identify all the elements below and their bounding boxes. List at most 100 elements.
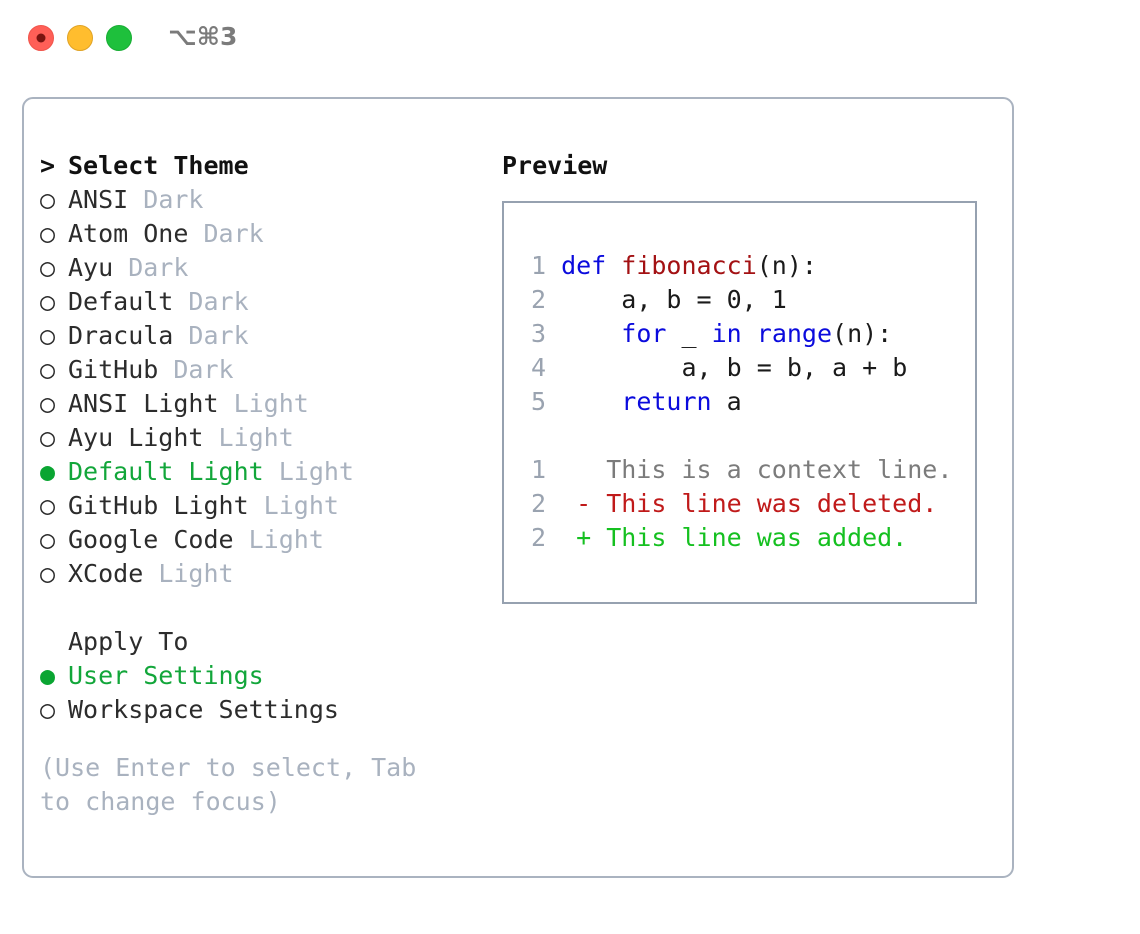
theme-name-label: GitHub Light [68,491,249,520]
theme-list-item[interactable]: ○ Ayu Light Light [40,421,480,455]
line-number: 2 [530,285,546,314]
code-token: def [561,251,607,280]
apply-to-label: Workspace Settings [68,695,339,724]
radio-unselected-icon[interactable]: ○ [40,219,71,248]
code-token [561,319,621,348]
code-token: (n): [832,319,893,348]
radio-unselected-icon[interactable]: ○ [40,491,71,520]
code-token: a [711,387,742,416]
radio-unselected-icon[interactable]: ○ [40,525,71,554]
theme-name-label: XCode [68,559,144,588]
theme-name-label: Google Code [68,525,234,554]
theme-name-label: Default Light [68,457,264,486]
radio-selected-icon[interactable]: ● [40,661,71,690]
apply-to-list-item[interactable]: ● User Settings [40,659,480,693]
theme-list-item[interactable]: ● Default Light Light [40,455,480,489]
theme-name-label: Default [68,287,174,316]
radio-unselected-icon[interactable]: ○ [40,695,71,724]
theme-variant-badge: Light [233,525,324,554]
theme-list-item[interactable]: ○ Google Code Light [40,523,480,557]
line-number: 1 [530,251,546,280]
theme-variant-badge: Dark [158,355,234,384]
code-token: in [711,319,742,348]
theme-list-item[interactable]: ○ Default Dark [40,285,480,319]
theme-variant-badge: Light [248,491,339,520]
line-number: 2 [530,523,546,552]
code-line: 1 def fibonacci(n): [518,249,907,283]
select-theme-heading: > Select Theme [40,149,480,183]
theme-name-label: ANSI Light [68,389,219,418]
apply-to-label: User Settings [68,661,264,690]
main-panel: > Select Theme○ ANSI Dark○ Atom One Dark… [22,97,1014,878]
line-number: 5 [530,387,546,416]
theme-variant-badge: Dark [128,185,204,214]
apply-to-header: Apply To [68,627,189,656]
code-token: return [621,387,712,416]
radio-unselected-icon[interactable]: ○ [40,355,71,384]
theme-list-item[interactable]: ○ ANSI Dark [40,183,480,217]
close-button[interactable] [28,25,54,51]
theme-variant-badge: Dark [173,321,249,350]
apply-to-list-item[interactable]: ○ Workspace Settings [40,693,480,727]
code-line: 5 return a [518,385,907,419]
theme-list-item[interactable]: ○ XCode Light [40,557,480,591]
diff-text: - This line was deleted. [546,489,938,518]
hint-spacer [40,727,480,751]
theme-list-item[interactable]: ○ Dracula Dark [40,319,480,353]
theme-name-label: Dracula [68,321,174,350]
code-token [561,387,621,416]
code-token: a, b = b, a + b [561,353,908,382]
theme-name-label: Ayu Light [68,423,204,452]
apply-to-list[interactable]: ● User Settings○ Workspace Settings [40,659,480,727]
theme-list-item[interactable]: ○ GitHub Dark [40,353,480,387]
line-number: 3 [530,319,546,348]
theme-list-item[interactable]: ○ GitHub Light Light [40,489,480,523]
list-spacer [40,591,480,625]
radio-unselected-icon[interactable]: ○ [40,321,71,350]
radio-unselected-icon[interactable]: ○ [40,287,71,316]
theme-selection-column: > Select Theme○ ANSI Dark○ Atom One Dark… [40,149,480,819]
preview-title: Preview [502,151,608,180]
theme-variant-badge: Dark [113,253,189,282]
theme-name-label: Atom One [68,219,189,248]
heading-label: Select Theme [68,151,249,180]
radio-unselected-icon[interactable]: ○ [40,423,71,452]
radio-selected-icon[interactable]: ● [40,457,71,486]
theme-name-label: Ayu [68,253,114,282]
radio-unselected-icon[interactable]: ○ [40,559,71,588]
code-line: 4 a, b = b, a + b [518,351,907,385]
diff-line: 2 + This line was added. [518,521,952,555]
preview-column: Preview 1 def fibonacci(n):2 a, b = 0, 1… [502,149,1002,604]
radio-unselected-icon[interactable]: ○ [40,185,71,214]
maximize-button[interactable] [106,25,132,51]
theme-list[interactable]: > Select Theme○ ANSI Dark○ Atom One Dark… [40,149,480,591]
minimize-button[interactable] [67,25,93,51]
radio-unselected-icon[interactable]: ○ [40,253,71,282]
code-token: for [621,319,667,348]
theme-variant-badge: Dark [173,287,249,316]
title-bar: ⌥⌘3 [0,0,1140,78]
theme-variant-badge: Light [218,389,309,418]
code-line: 3 for _ in range(n): [518,317,907,351]
radio-unselected-icon[interactable]: ○ [40,389,71,418]
code-line: 2 a, b = 0, 1 [518,283,907,317]
theme-variant-badge: Light [263,457,354,486]
theme-list-item[interactable]: ○ Ayu Dark [40,251,480,285]
line-number: 1 [530,455,546,484]
code-token: a, b = 0, 1 [561,285,787,314]
theme-list-item[interactable]: ○ Atom One Dark [40,217,480,251]
line-number: 4 [530,353,546,382]
code-token [742,319,757,348]
code-token: fibonacci [621,251,757,280]
code-token: _ [666,319,712,348]
diff-sample: 1 This is a context line. 2 - This line w… [518,453,952,555]
diff-line: 2 - This line was deleted. [518,487,952,521]
theme-list-item[interactable]: ○ ANSI Light Light [40,387,480,421]
keyboard-hint-text: (Use Enter to select, Tab to change focu… [40,753,432,816]
heading-caret-icon: > [40,151,71,180]
theme-name-label: GitHub [68,355,159,384]
diff-text: This is a context line. [546,455,953,484]
